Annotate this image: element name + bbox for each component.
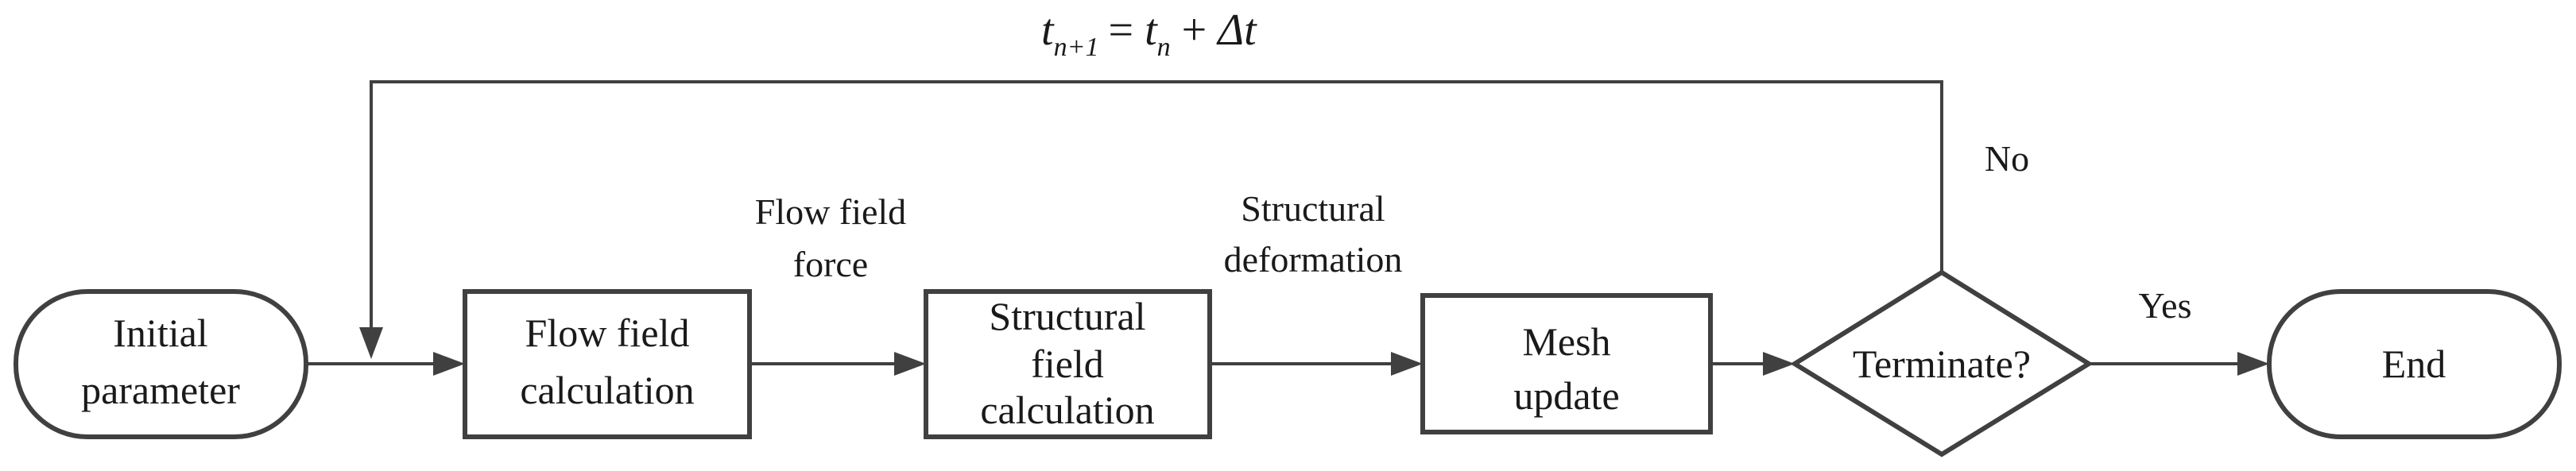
node-flow-line-2: calculation (520, 368, 694, 412)
formula-rhs-var: t (1145, 6, 1158, 55)
node-initial-line-2: parameter (81, 368, 240, 412)
loop-formula: tn+1=tn+Δt (1041, 6, 1257, 62)
formula-equals: = (1109, 6, 1134, 55)
node-flow-field-calculation: Flow field calculation (463, 289, 752, 439)
node-mesh-line-1: Mesh (1522, 319, 1610, 364)
node-end: End (2267, 289, 2562, 439)
label-flow-field-force-line-1: Flow field (755, 191, 906, 232)
edges (306, 80, 2269, 376)
node-terminate-label: Terminate? (1853, 342, 2031, 386)
node-end-label: End (2382, 342, 2446, 386)
formula-lhs-var: t (1041, 6, 1055, 55)
formula-plus: + (1182, 6, 1207, 55)
node-flow-line-1: Flow field (525, 311, 690, 355)
arrowhead-structural-input (894, 352, 926, 376)
arrowhead-flow-input (433, 352, 465, 376)
node-structural-line-2: field (1031, 342, 1104, 386)
edge-loop-back (370, 80, 1943, 334)
arrowhead-terminate-input (1763, 352, 1795, 376)
node-structural-line-3: calculation (980, 388, 1154, 432)
arrowhead-loop (359, 327, 383, 359)
formula-delta-term: Δt (1216, 6, 1257, 55)
label-structural-deformation-line-2: deformation (1224, 239, 1403, 280)
arrowhead-mesh-input (1391, 352, 1423, 376)
label-structural-deformation-line-1: Structural (1241, 188, 1385, 229)
label-yes: Yes (2139, 285, 2192, 326)
label-no: No (1985, 138, 2029, 179)
node-initial-line-1: Initial (113, 311, 207, 355)
arrowhead-end-input (2237, 352, 2269, 376)
node-terminate-decision: Terminate? (1790, 269, 2094, 457)
node-mesh-line-2: update (1513, 373, 1619, 418)
node-mesh-update: Mesh update (1420, 293, 1713, 434)
node-structural-line-1: Structural (989, 294, 1145, 338)
node-initial-parameter: Initial parameter (14, 289, 308, 439)
label-flow-field-force-line-2: force (793, 244, 868, 284)
formula-lhs-sub: n+1 (1054, 33, 1099, 62)
formula-rhs-sub: n (1157, 33, 1171, 62)
node-structural-field-calculation: Structural field calculation (924, 289, 1212, 439)
